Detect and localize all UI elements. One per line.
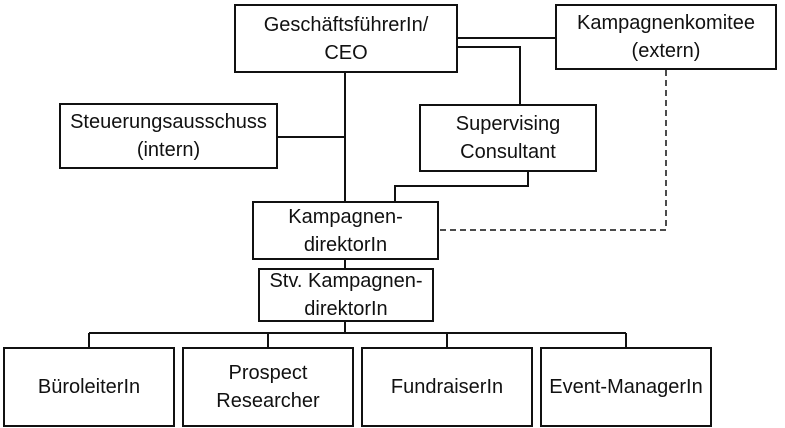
- prospect-researcher-label-line1: Prospect: [228, 362, 308, 384]
- stv-kampagnendirektor-box: Stv. Kampagnen- direktorIn: [258, 268, 434, 322]
- connector-komitee-kampagnendirektor-dashed: [439, 70, 667, 231]
- bueroleiter-label: BüroleiterIn: [37, 376, 141, 398]
- ceo-label-line2: CEO: [324, 41, 368, 64]
- steuerungsausschuss-label-line1: Steuerungsausschuss: [70, 111, 267, 133]
- supervising-consultant-label-line1: Supervising: [455, 113, 561, 135]
- kampagnendirektor-box: Kampagnen- direktorIn: [252, 201, 439, 260]
- ceo-label-line1: GeschäftsführerIn/: [263, 13, 429, 36]
- kampagnenkomitee-label-line2: (extern): [631, 40, 701, 62]
- kampagnendirektor-label-line1: Kampagnen-: [288, 205, 403, 228]
- kampagnendirektor-label-line2: direktorIn: [303, 233, 388, 256]
- kampagnenkomitee-box: Kampagnenkomitee (extern): [555, 4, 777, 70]
- event-manager-box: Event-ManagerIn: [540, 347, 712, 427]
- kampagnenkomitee-label-line1: Kampagnenkomitee: [577, 12, 755, 34]
- prospect-researcher-label-line2: Researcher: [216, 390, 320, 412]
- stv-kampagnendirektor-label-line2: direktorIn: [304, 298, 388, 320]
- steuerungsausschuss-label-line2: (intern): [136, 139, 201, 161]
- connector-supervising-kampagnendirektor: [394, 172, 529, 201]
- prospect-researcher-box: Prospect Researcher: [182, 347, 354, 427]
- event-manager-label: Event-ManagerIn: [549, 376, 703, 398]
- supervising-consultant-label-line2: Consultant: [460, 141, 556, 163]
- bueroleiter-box: BüroleiterIn: [3, 347, 175, 427]
- connector-ceo-supervising: [458, 46, 521, 104]
- fundraiser-box: FundraiserIn: [361, 347, 533, 427]
- steuerungsausschuss-box: Steuerungsausschuss (intern): [59, 103, 278, 169]
- ceo-box: GeschäftsführerIn/ CEO: [234, 4, 458, 73]
- supervising-consultant-box: Supervising Consultant: [419, 104, 597, 172]
- stv-kampagnendirektor-label-line1: Stv. Kampagnen-: [269, 270, 423, 292]
- fundraiser-label: FundraiserIn: [390, 376, 504, 398]
